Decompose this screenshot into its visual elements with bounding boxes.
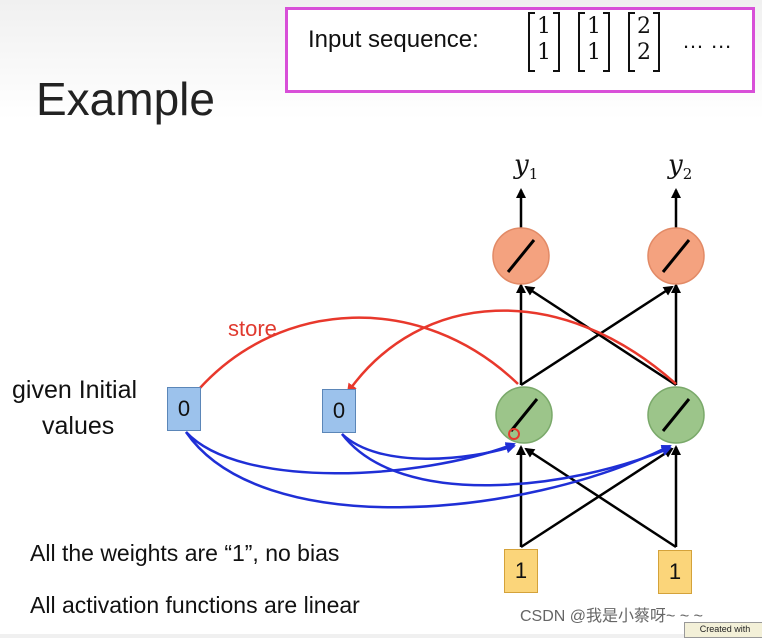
vector-1-top: 1 <box>537 14 551 39</box>
hidden-neuron-2-linear-icon <box>661 398 691 432</box>
hidden-neuron-1-linear-icon <box>509 398 539 432</box>
mem2-to-hidden1 <box>341 433 516 460</box>
created-with-badge: Created with <box>684 622 762 638</box>
vector-3-bottom: 2 <box>637 40 651 65</box>
output-label-y1: y1 <box>514 150 539 184</box>
given-initial-line2: values <box>42 412 115 440</box>
hidden2-to-output1 <box>524 285 677 387</box>
vector-1-bottom: 1 <box>537 40 551 65</box>
cursor-dot-icon <box>508 428 520 440</box>
mem1-to-hidden1 <box>185 431 516 475</box>
given-initial-line1: given Initial <box>12 376 138 404</box>
output-neuron-2-linear-icon <box>661 239 691 273</box>
input-sequence-box <box>285 7 755 93</box>
vector-3-top: 2 <box>637 14 651 39</box>
output-neuron-1-linear-icon <box>506 239 536 273</box>
mem2-to-hidden2 <box>341 433 672 487</box>
input2-to-hidden1 <box>524 447 677 549</box>
mem1-to-hidden2 <box>184 431 672 509</box>
input-cell-2: 1 <box>658 550 692 594</box>
store-curve-hidden2 <box>346 309 677 394</box>
vector-2-top: 1 <box>587 14 601 39</box>
input1-to-hidden2 <box>520 447 674 549</box>
memory-cell-1: 0 <box>167 387 201 431</box>
store-label: store <box>228 316 277 341</box>
input-sequence-label: Input sequence: <box>308 26 479 53</box>
store-curve-hidden1 <box>199 316 519 389</box>
input-vector-1: 1 1 <box>528 12 560 72</box>
slide-title: Example <box>36 73 215 125</box>
watermark-text: CSDN @我是小蔡呀~ ~ ~ <box>520 608 703 625</box>
input-vector-2: 1 1 <box>578 12 610 72</box>
note-weights: All the weights are “1”, no bias <box>30 540 340 566</box>
hidden1-to-output2 <box>520 285 674 387</box>
sequence-ellipsis: … … <box>682 28 733 53</box>
input-cell-1: 1 <box>504 549 538 593</box>
note-activation: All activation functions are linear <box>30 592 360 618</box>
input-vector-3: 2 2 <box>628 12 660 72</box>
output-label-y2: y2 <box>668 150 693 184</box>
vector-2-bottom: 1 <box>587 40 601 65</box>
memory-cell-2: 0 <box>322 389 356 433</box>
